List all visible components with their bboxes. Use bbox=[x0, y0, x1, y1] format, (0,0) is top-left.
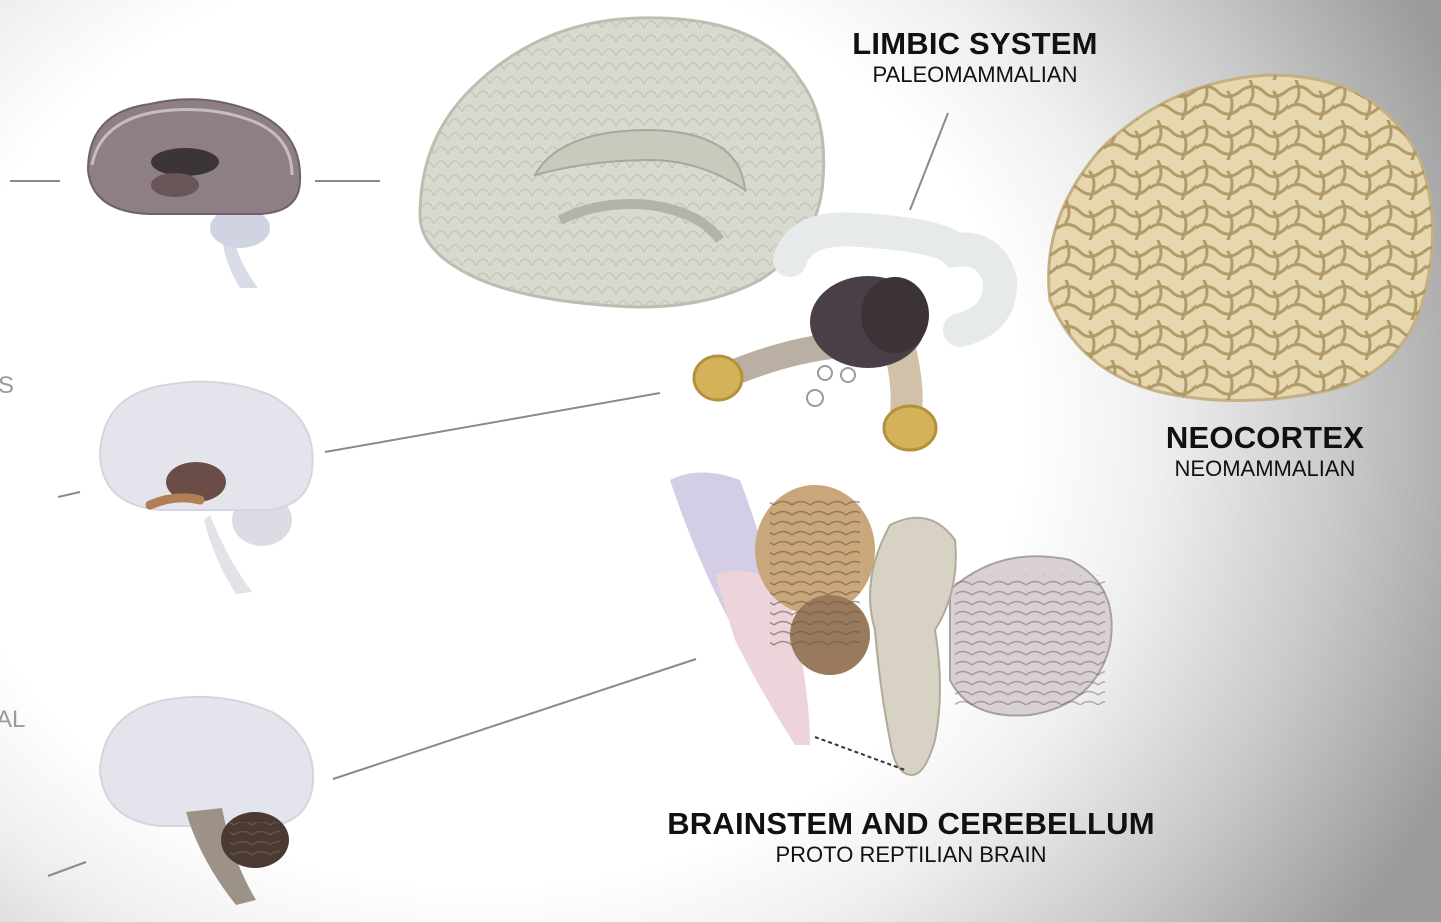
connector-line bbox=[325, 393, 660, 452]
connector-line bbox=[333, 659, 696, 779]
neocortex-subtitle: NEOMAMMALIAN bbox=[1115, 456, 1415, 481]
connector-line bbox=[910, 113, 948, 210]
connector-line bbox=[58, 492, 80, 497]
edge-text-lower: AL bbox=[0, 706, 25, 734]
small-brain-middle-icon bbox=[100, 382, 313, 594]
limbic-system-subtitle: PALEOMAMMALIAN bbox=[825, 62, 1125, 87]
limbic-system-title: LIMBIC SYSTEM bbox=[825, 26, 1125, 62]
limbic-system-label: LIMBIC SYSTEM PALEOMAMMALIAN bbox=[825, 26, 1125, 87]
white-matter-dissection-image bbox=[420, 18, 824, 307]
brainstem-title: BRAINSTEM AND CEREBELLUM bbox=[611, 806, 1211, 842]
brainstem-label: BRAINSTEM AND CEREBELLUM PROTO REPTILIAN… bbox=[611, 806, 1211, 867]
connector-line bbox=[48, 862, 86, 876]
neocortex-label: NEOCORTEX NEOMAMMALIAN bbox=[1115, 420, 1415, 481]
small-brain-bottom-icon bbox=[100, 697, 313, 905]
neocortex-image bbox=[1049, 75, 1433, 401]
brainstem-cerebellum-image bbox=[670, 473, 1112, 776]
small-brain-top-icon bbox=[88, 99, 300, 288]
neocortex-title: NEOCORTEX bbox=[1115, 420, 1415, 456]
edge-text-middle: S bbox=[0, 372, 14, 400]
brainstem-subtitle: PROTO REPTILIAN BRAIN bbox=[611, 842, 1211, 867]
